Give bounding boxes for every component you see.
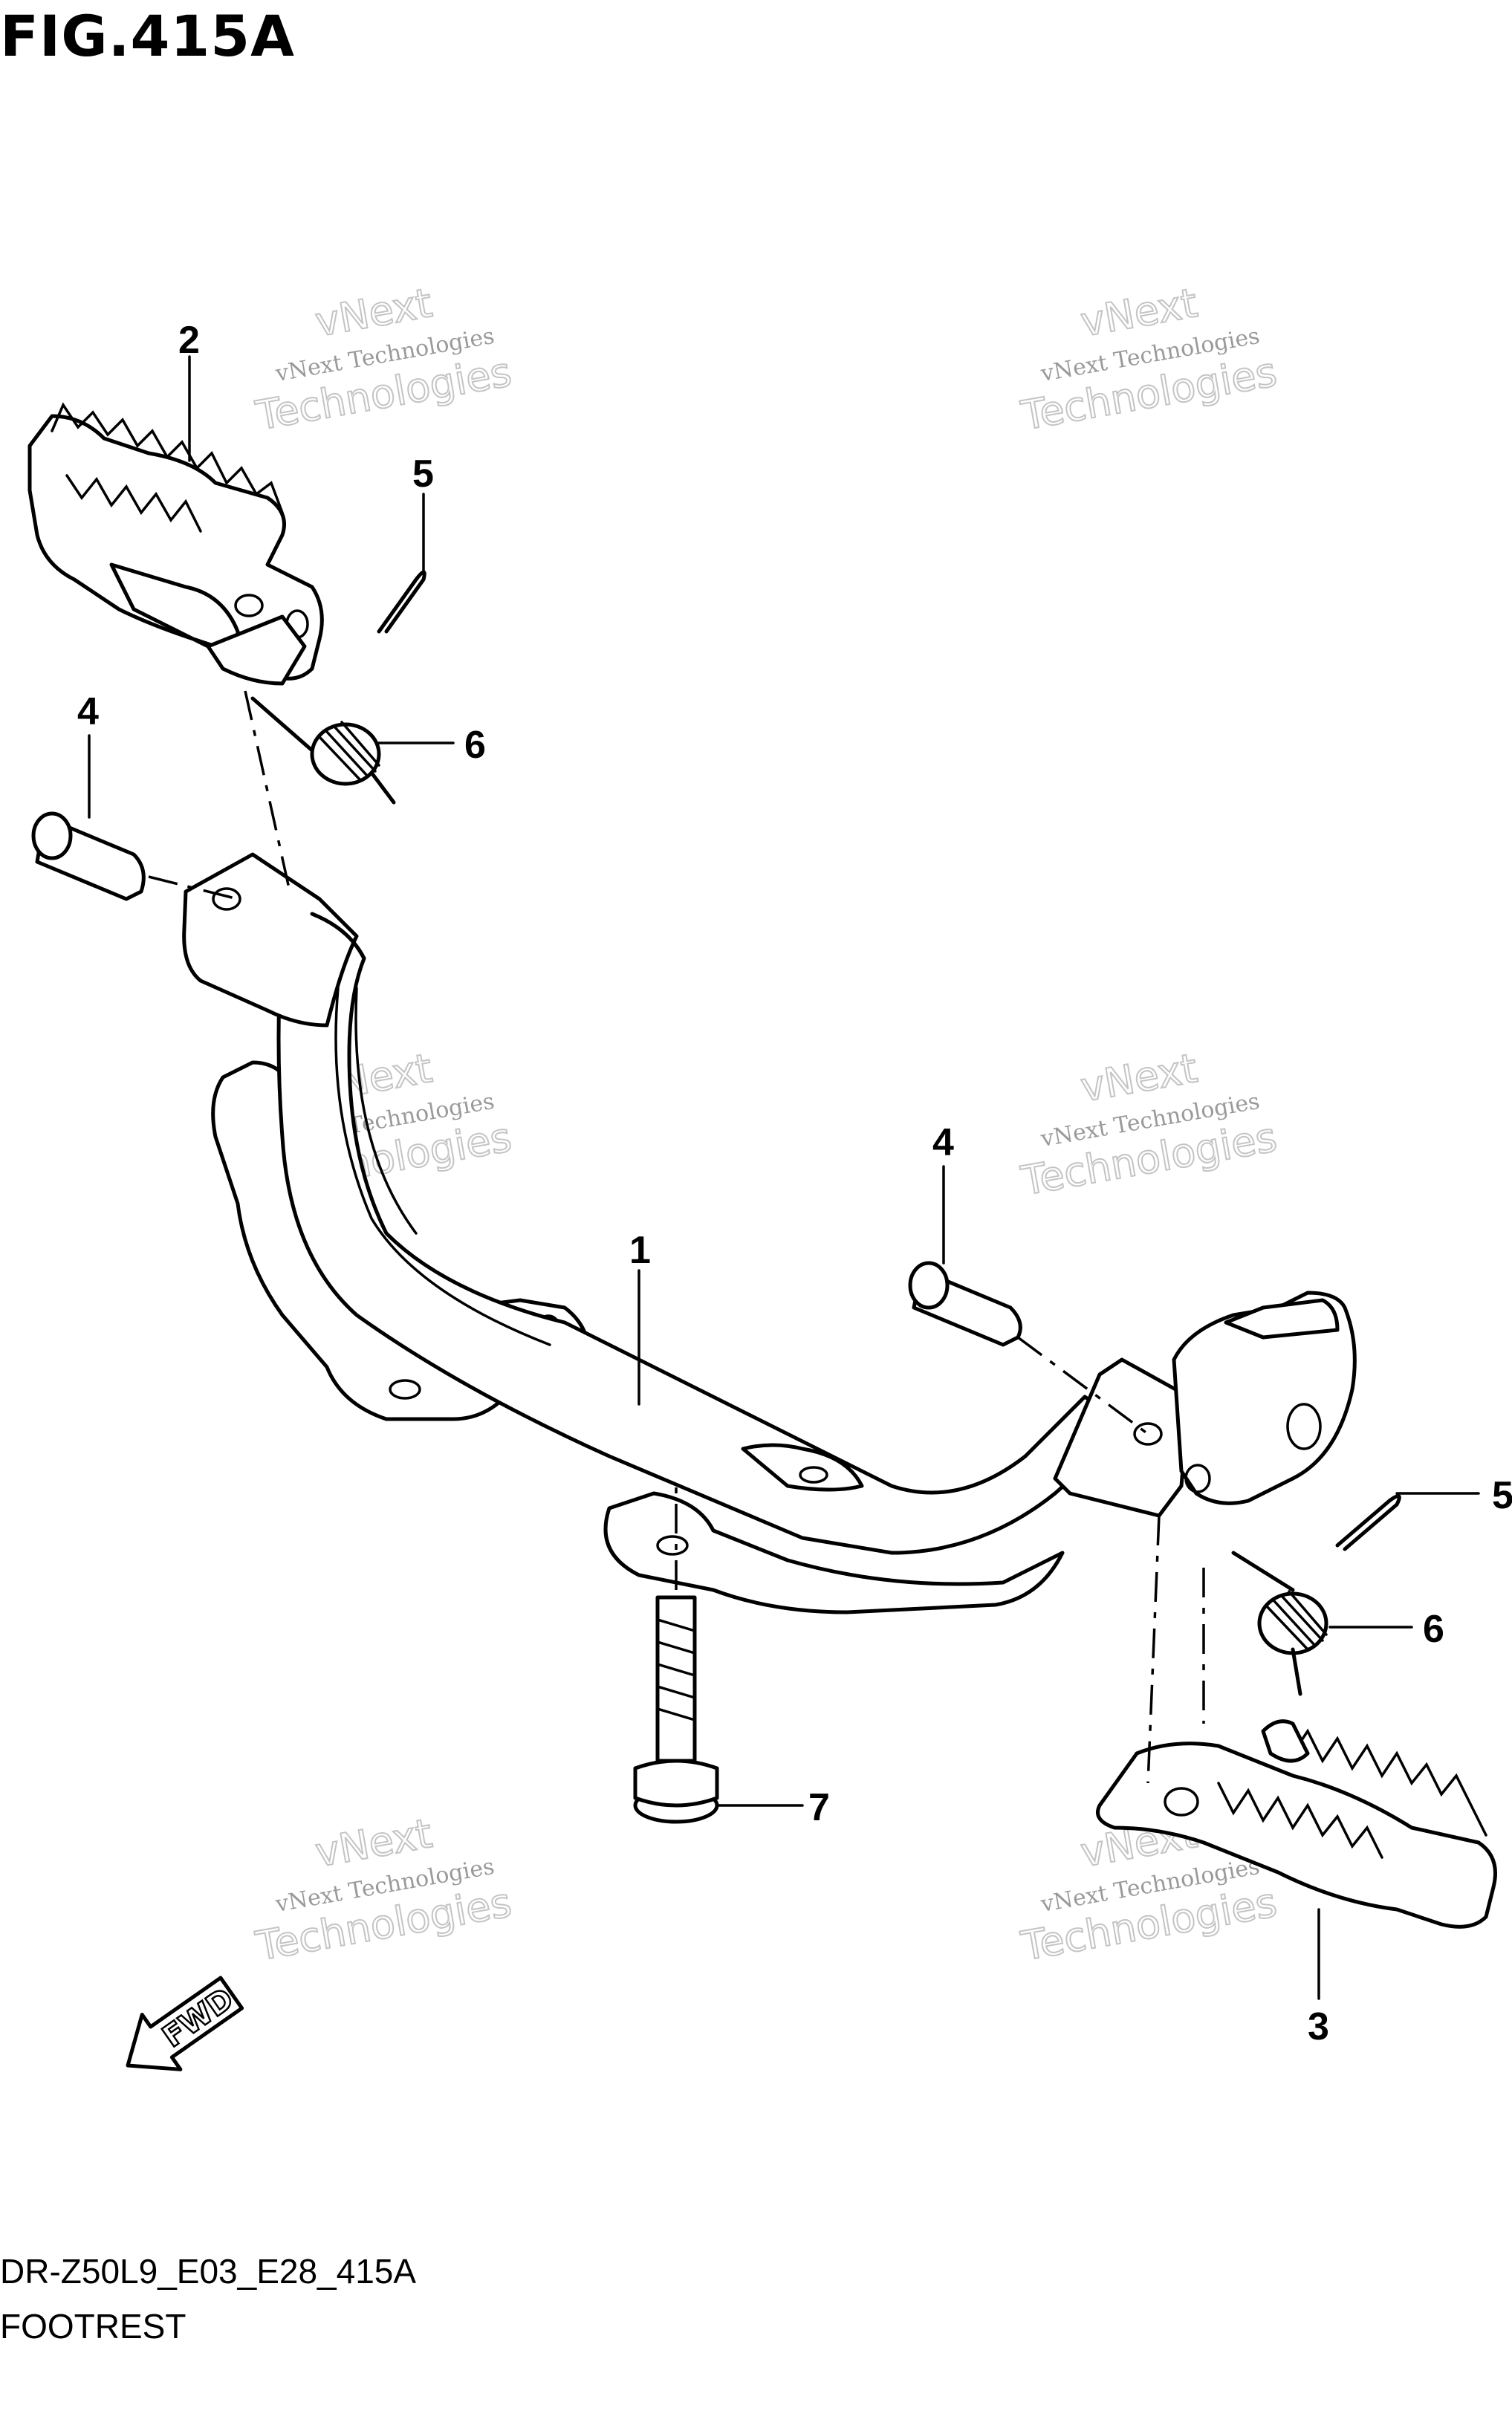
watermark-top-right: vNext Technologies vNext Technologies [1016, 279, 1281, 440]
callout-6-left: 6 [464, 724, 486, 767]
spring-right[interactable] [1231, 1551, 1328, 1696]
assembly-lines [148, 690, 1205, 1784]
spring-left[interactable] [250, 696, 396, 805]
footrest-left[interactable] [27, 402, 324, 686]
watermark-mid-right: vNext Technologies vNext Technologies [1016, 1044, 1281, 1205]
bolt[interactable] [633, 1595, 719, 1824]
callout-5-left: 5 [412, 452, 434, 496]
watermark-top-left: vNext Technologies vNext Technologies [251, 279, 516, 440]
cotter-pin-right[interactable] [1335, 1494, 1401, 1551]
callout-4-right: 4 [932, 1121, 954, 1164]
callout-3: 3 [1308, 2005, 1329, 2048]
watermark-bottom-left: vNext Technologies vNext Technologies [251, 1809, 516, 1970]
footrest-right[interactable] [1096, 1719, 1497, 1929]
callout-6-right: 6 [1423, 1608, 1444, 1651]
pin-left[interactable] [31, 811, 146, 901]
fwd-arrow-icon: FWD [126, 1976, 244, 2071]
cotter-pin-left[interactable] [377, 570, 426, 634]
callout-5-right: 5 [1492, 1474, 1512, 1517]
pin-right[interactable] [908, 1261, 1022, 1347]
footrest-bracket[interactable] [182, 852, 1357, 1614]
figure-name: FOOTREST [0, 2307, 186, 2346]
leader-lines [88, 355, 1480, 2000]
figure-title: FIG.415A [0, 3, 295, 69]
callout-1: 1 [629, 1229, 651, 1272]
callout-2: 2 [178, 319, 200, 362]
callout-7: 7 [808, 1786, 830, 1829]
callout-4-left: 4 [77, 690, 99, 733]
figure-code: DR-Z50L9_E03_E28_415A [0, 2252, 417, 2291]
